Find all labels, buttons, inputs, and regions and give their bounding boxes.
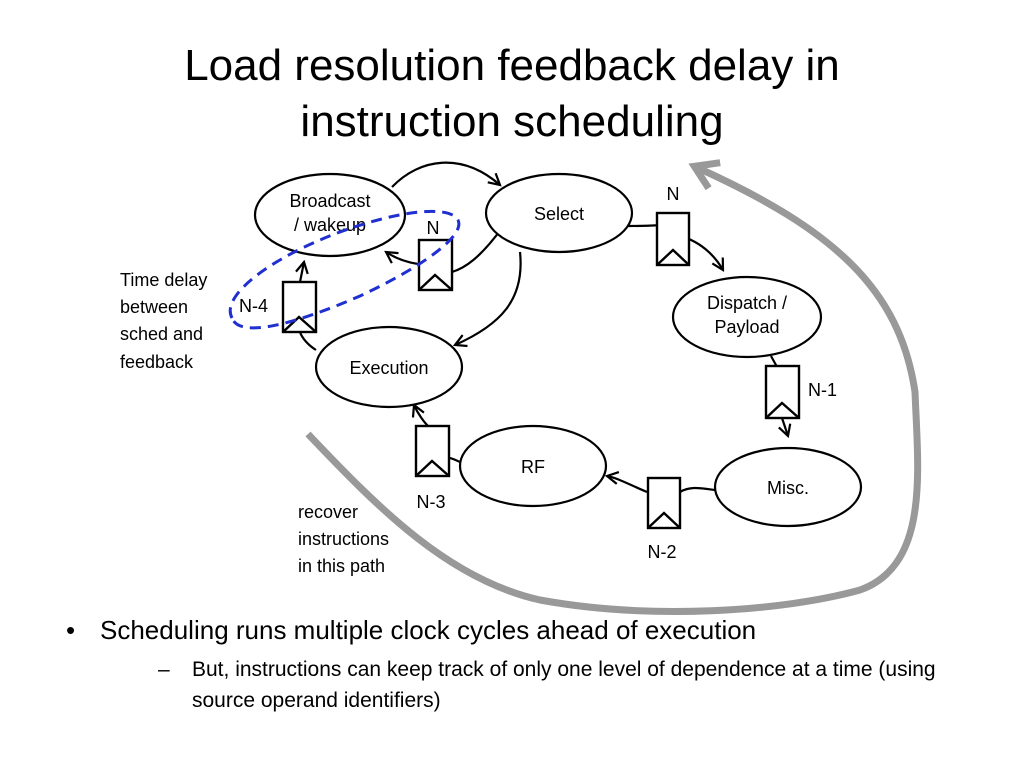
latch-n3 <box>414 424 451 478</box>
node-broadcast: Broadcast / wakeup <box>253 172 407 258</box>
sub-bullet-item: – But, instructions can keep track of on… <box>100 654 972 716</box>
arrow-latch-n-to-broadcast <box>386 252 419 266</box>
time-delay-annotation: Time delay between sched and feedback <box>120 270 207 372</box>
latch-n-select <box>655 211 691 267</box>
time-delay-line-1: Time delay <box>120 270 207 290</box>
sub-bullet-text: But, instructions can keep track of only… <box>192 658 936 712</box>
latch-n-broadcast-label: N <box>427 218 440 238</box>
node-misc-label: Misc. <box>767 478 809 498</box>
node-broadcast-label-2: / wakeup <box>294 215 366 235</box>
arrow-latch-n4-to-broadcast <box>300 262 304 283</box>
arrow-misc-to-latch-n2 <box>679 486 716 493</box>
node-rf-label: RF <box>521 457 545 477</box>
time-delay-line-3: sched and <box>120 324 203 344</box>
recover-line-2: instructions <box>298 529 389 549</box>
node-misc: Misc. <box>713 446 863 528</box>
arrow-latch-n1-to-misc <box>782 417 788 436</box>
arrow-latch-n2-to-rf <box>607 476 648 494</box>
node-rf: RF <box>458 424 608 508</box>
sub-bullet-marker: – <box>158 658 170 681</box>
node-broadcast-label-1: Broadcast <box>289 191 370 211</box>
node-dispatch-label-1: Dispatch / <box>707 293 787 313</box>
feedback-delay-highlight <box>228 209 461 330</box>
node-select-label: Select <box>534 204 584 224</box>
sub-bullet-list: – But, instructions can keep track of on… <box>100 654 980 716</box>
arrow-select-to-execution <box>455 251 522 345</box>
recover-annotation: recover instructions in this path <box>298 502 389 576</box>
bullet-text: Scheduling runs multiple clock cycles ah… <box>100 615 757 645</box>
node-dispatch-label-2: Payload <box>714 317 779 337</box>
arrow-broadcast-to-select <box>391 161 500 188</box>
slide-title-line-2: instruction scheduling <box>300 97 724 146</box>
time-delay-line-2: between <box>120 297 188 317</box>
node-dispatch: Dispatch / Payload <box>671 275 823 359</box>
node-select: Select <box>484 172 634 254</box>
recover-line-1: recover <box>298 502 358 522</box>
arrow-latch-n3-to-execution <box>414 405 429 427</box>
node-execution-label: Execution <box>349 358 428 378</box>
bullet-list: • Scheduling runs multiple clock cycles … <box>60 612 980 716</box>
slide-title: Load resolution feedback delay in instru… <box>0 38 1024 150</box>
arrow-execution-to-latch-n4 <box>298 331 317 351</box>
latch-n-broadcast <box>417 238 454 292</box>
latch-n4-label: N-4 <box>239 296 268 316</box>
time-delay-line-4: feedback <box>120 352 194 372</box>
node-execution: Execution <box>314 325 464 409</box>
latch-n2-label: N-2 <box>647 542 676 562</box>
latch-n-select-label: N <box>667 184 680 204</box>
latch-n1 <box>764 364 801 420</box>
arrow-rf-to-latch-n3 <box>448 456 461 464</box>
slide-title-line-1: Load resolution feedback delay in <box>184 41 840 90</box>
latch-n4 <box>281 280 318 334</box>
recover-line-3: in this path <box>298 556 385 576</box>
bullet-item: • Scheduling runs multiple clock cycles … <box>60 612 980 716</box>
latch-n3-label: N-3 <box>416 492 445 512</box>
arrow-select-to-latch-n-broadcast <box>451 227 503 274</box>
pipeline-arrows <box>298 161 788 494</box>
bullet-marker: • <box>66 615 76 645</box>
latch-n1-label: N-1 <box>808 380 837 400</box>
latch-n2 <box>646 476 682 530</box>
recovery-arrow <box>305 159 922 615</box>
